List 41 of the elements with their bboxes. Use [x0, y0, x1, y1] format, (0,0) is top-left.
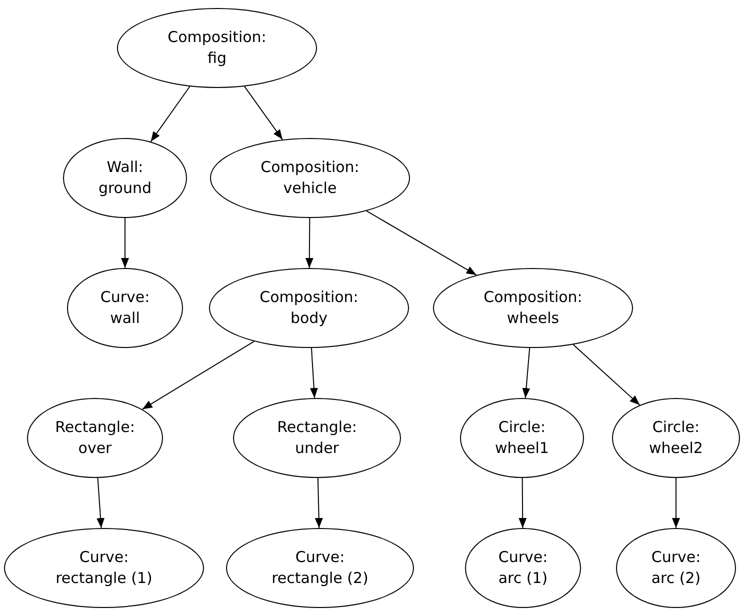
arrow [96, 477, 105, 529]
node-label: Composition: [260, 157, 360, 178]
node-label: wheels [506, 308, 560, 329]
node-label: vehicle [283, 178, 337, 199]
node-label: wall [110, 308, 140, 329]
node-label: Circle: [498, 417, 546, 438]
node-label: Wall: [106, 157, 144, 178]
node-label: Curve: [295, 547, 345, 568]
node-label: Rectangle: [55, 417, 135, 438]
node-label: wheel2 [649, 438, 703, 459]
node-label: Composition: [484, 287, 582, 308]
node-label: rectangle (1) [56, 568, 152, 589]
arrow [142, 340, 254, 410]
node-label: body [290, 308, 328, 329]
node-label: Curve: [651, 547, 701, 568]
node-label: rectangle (2) [272, 568, 368, 589]
node-label: arc (1) [498, 568, 548, 589]
node-label: Curve: [79, 547, 129, 568]
arrow [366, 210, 477, 276]
node-label: over [78, 438, 112, 459]
arrow [305, 218, 314, 268]
arrow [572, 344, 640, 406]
node-label: ground [98, 178, 152, 199]
arrow [121, 218, 129, 268]
node-label: Circle: [652, 417, 700, 438]
node-label: fig [208, 48, 226, 69]
node-label: Curve: [498, 547, 548, 568]
arrow [522, 347, 530, 399]
arrow [150, 86, 190, 142]
node-label: Curve: [100, 287, 150, 308]
arrow [518, 478, 527, 528]
node-label: Composition: [168, 27, 266, 48]
arrow [310, 348, 318, 399]
node-label: arc (2) [651, 568, 701, 589]
arrow [314, 478, 323, 528]
node-label: Composition: [260, 287, 358, 308]
arrow [244, 86, 283, 140]
node-label: under [295, 438, 339, 459]
node-label: wheel1 [495, 438, 549, 459]
arrow [672, 478, 680, 528]
node-label: Rectangle: [277, 417, 357, 438]
